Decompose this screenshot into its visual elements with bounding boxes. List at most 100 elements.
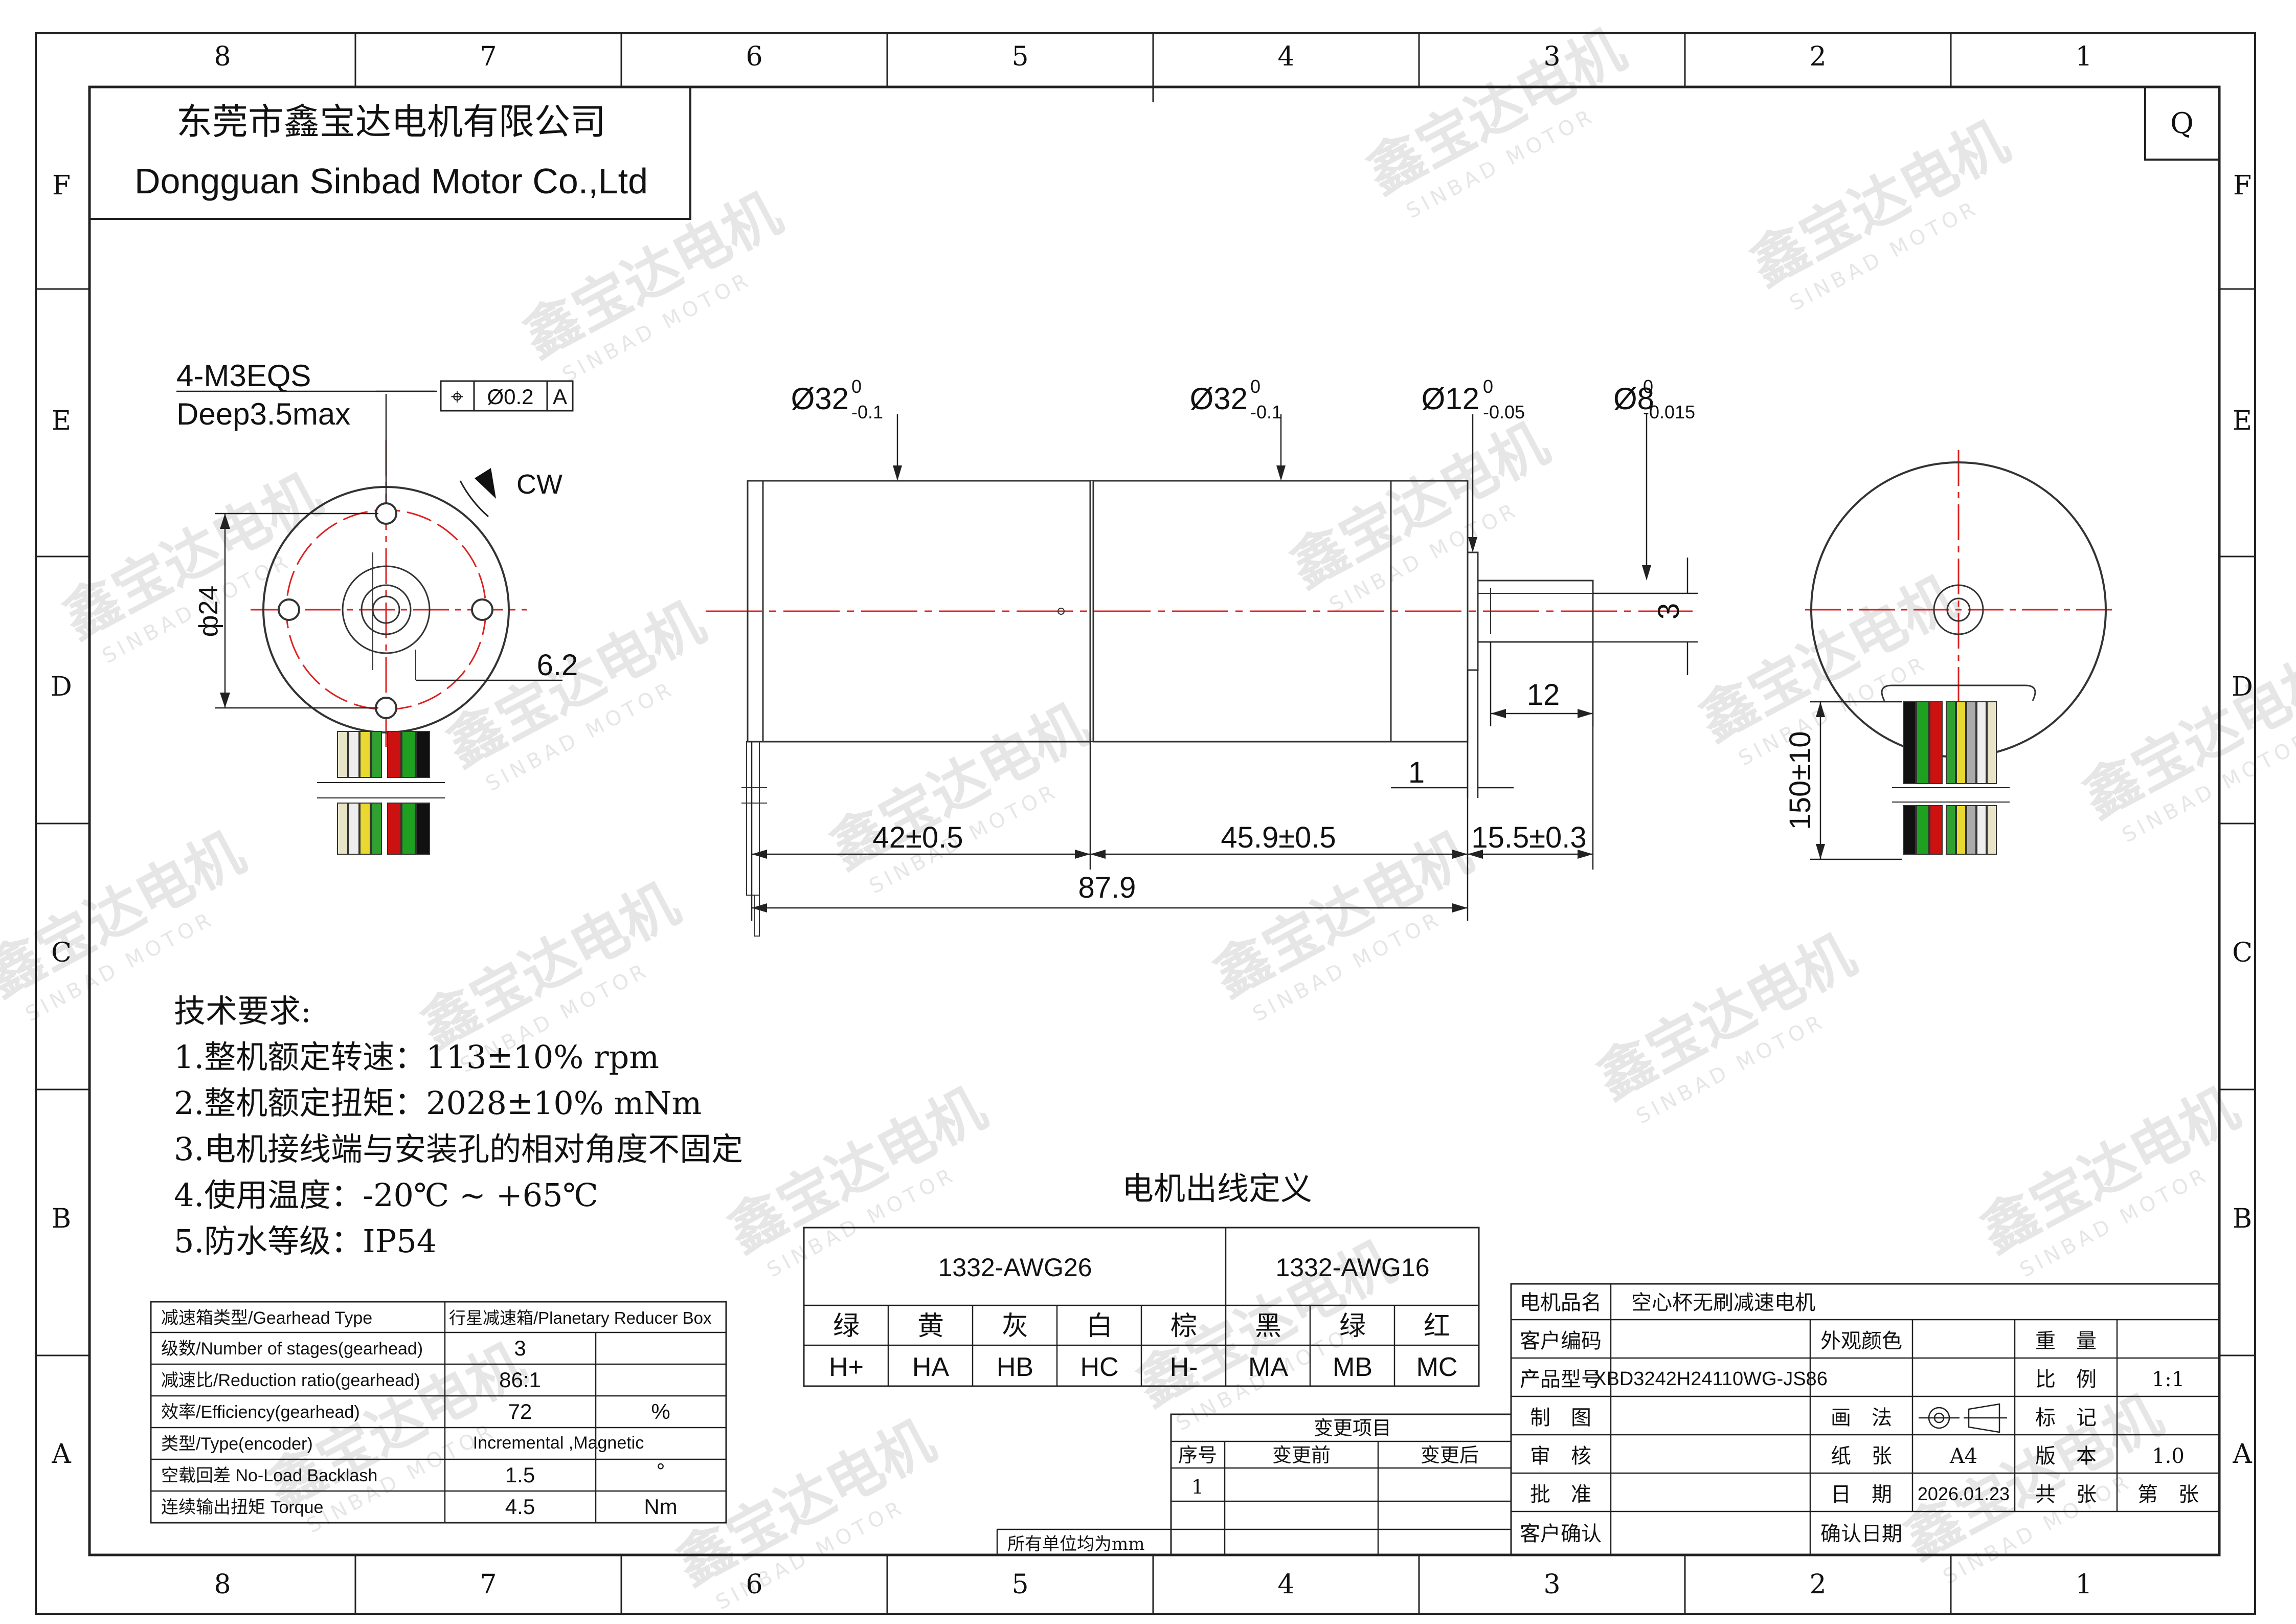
zone-col-label: 2 xyxy=(1809,1569,1826,1600)
customer-code-label: 客户编码 xyxy=(1520,1329,1602,1353)
company-name-cn: 东莞市鑫宝达电机有限公司 xyxy=(176,101,606,143)
pcd-dim: ф24 xyxy=(194,586,223,637)
projection-symbol-icon xyxy=(1919,1403,2007,1433)
datum-label: A xyxy=(553,385,567,409)
key-width-dim: 6.2 xyxy=(537,649,578,682)
zone-col-label: 5 xyxy=(1011,41,1028,72)
tech-heading: 技术要求: xyxy=(174,992,311,1030)
zone-col-label: 5 xyxy=(1011,1569,1028,1600)
approved-label: 批 准 xyxy=(1530,1483,1591,1506)
spec-label: 减速箱类型/Gearhead Type xyxy=(161,1308,372,1328)
dia-shaft-upper-tol: 0 xyxy=(1643,376,1653,397)
tech-item: 5.防水等级：IP54 xyxy=(174,1222,437,1260)
sheet-label: 第 张 xyxy=(2137,1483,2199,1506)
paper-label: 纸 张 xyxy=(1831,1444,1892,1468)
mark-label: 标 记 xyxy=(2035,1406,2097,1430)
zone-row-label: E xyxy=(52,406,71,436)
spec-label: 减速比/Reduction ratio(gearhead) xyxy=(161,1371,420,1390)
spec-value: 行星减速箱/Planetary Reducer Box xyxy=(449,1308,712,1327)
zone-col-label: 1 xyxy=(2075,1569,2092,1600)
mount-hole xyxy=(471,598,493,621)
spec-unit: % xyxy=(651,1399,670,1423)
zone-col-label: 4 xyxy=(1277,41,1294,72)
zone-row-label: F xyxy=(2233,170,2252,201)
motor-length-dim: 45.9±0.5 xyxy=(1221,821,1336,854)
tech-item: 3.电机接线端与安装孔的相对角度不固定 xyxy=(174,1130,743,1168)
wire-color: 黄 xyxy=(917,1311,944,1342)
zone-col-label: 6 xyxy=(746,41,762,72)
zone-row-label: B xyxy=(52,1204,71,1234)
shoulder-thickness-dim: 1 xyxy=(1408,756,1425,789)
mount-hole xyxy=(375,697,397,719)
sheets-label: 共 张 xyxy=(2035,1483,2097,1506)
zone-dividers xyxy=(36,33,2255,1614)
zone-col-label: 4 xyxy=(1277,1569,1294,1600)
spec-label: 级数/Number of stages(gearhead) xyxy=(161,1339,423,1359)
wire-signal: MA xyxy=(1248,1352,1288,1382)
sheet-frame xyxy=(35,32,2256,1615)
title-block: 电机品名 空心杯无刷减速电机 客户编码 外观颜色 重 量 产品型号 XBD324… xyxy=(1510,1283,2220,1556)
confirm-date-label: 确认日期 xyxy=(1820,1522,1902,1546)
dia-motor-lower-tol: -0.1 xyxy=(1250,402,1282,422)
lead-wires xyxy=(317,731,445,855)
weight-label: 重 量 xyxy=(2035,1329,2097,1353)
wire-signal: HA xyxy=(912,1352,950,1382)
tech-item: 2.整机额定扭矩：2028±10% mNm xyxy=(174,1084,702,1122)
zone-col-label: 2 xyxy=(1809,41,1826,72)
spec-value: 72 xyxy=(508,1399,532,1423)
shaft-extension-dim: 15.5±0.3 xyxy=(1471,821,1586,854)
scale-value: 1:1 xyxy=(2152,1368,2185,1391)
model-label: 产品型号 xyxy=(1520,1368,1602,1391)
projection-label: 画 法 xyxy=(1831,1406,1892,1430)
geometric-tolerance-frame: ⌖ Ø0.2 A xyxy=(440,380,574,412)
mounting-holes xyxy=(278,502,493,719)
spec-label: 类型/Type(encoder) xyxy=(161,1434,313,1454)
zone-row-label: D xyxy=(2232,672,2253,702)
spec-label: 连续输出扭矩 Torque xyxy=(161,1498,323,1517)
mount-hole xyxy=(278,598,300,621)
wire-definition: 电机出线定义 1332-AWG26 1332-AWG16 绿 黄 灰 白 棕 黑… xyxy=(803,1170,1480,1387)
zone-col-label: 6 xyxy=(746,1569,762,1600)
date-value: 2026.01.23 xyxy=(1918,1483,2010,1504)
zone-col-label: 8 xyxy=(214,41,231,72)
technical-requirements: 技术要求: 1.整机额定转速：113±10% rpm 2.整机额定扭矩：2028… xyxy=(174,992,743,1260)
side-view: Ø32 0 -0.1 Ø32 0 -0.1 Ø12 0 -0.05 Ø8 0 -… xyxy=(706,376,1698,937)
spec-table: 减速箱类型/Gearhead Type 行星减速箱/Planetary Redu… xyxy=(150,1301,727,1524)
zone-col-label: 7 xyxy=(480,1569,497,1600)
version-value: 1.0 xyxy=(2152,1444,2185,1468)
wire-group-signal: 1332-AWG26 xyxy=(938,1253,1092,1282)
rear-boss xyxy=(1933,584,1984,635)
wire-color: 灰 xyxy=(1002,1311,1028,1342)
zone-labels: 8 7 6 5 4 3 2 1 8 7 6 5 4 3 2 1 F E D C … xyxy=(51,41,2253,1600)
spec-value: Incremental ,Magnetic xyxy=(473,1433,644,1453)
paper-size: A4 xyxy=(1949,1444,1977,1468)
diameter-labels: Ø32 0 -0.1 Ø32 0 -0.1 Ø12 0 -0.05 Ø8 0 -… xyxy=(791,376,1695,581)
company-block: 东莞市鑫宝达电机有限公司 Dongguan Sinbad Motor Co.,L… xyxy=(88,86,691,220)
revision-letter: Q xyxy=(2170,107,2194,140)
svg-text:鑫宝达电机: 鑫宝达电机 xyxy=(0,819,255,1009)
spec-value: 86:1 xyxy=(499,1368,541,1392)
dia-motor: Ø32 xyxy=(1190,382,1248,416)
unit-note: 所有单位均为mm xyxy=(1007,1534,1144,1554)
spec-unit: ° xyxy=(657,1459,665,1483)
color-label: 外观颜色 xyxy=(1820,1329,1902,1353)
total-length-dim: 87.9 xyxy=(1078,871,1136,904)
scale-label: 比 例 xyxy=(2035,1368,2097,1391)
change-record-block: 变更项目 序号 变更前 变更后 1 所有单位均为mm xyxy=(996,1413,1512,1556)
zone-col-label: 1 xyxy=(2075,41,2092,72)
dia-gearbox: Ø32 xyxy=(791,382,849,416)
zone-row-label: C xyxy=(2232,938,2253,968)
version-label: 版 本 xyxy=(2035,1444,2097,1468)
zone-row-label: A xyxy=(2232,1439,2253,1470)
hole-callout: 4-M3EQS xyxy=(176,359,311,393)
spec-value: 1.5 xyxy=(505,1463,535,1487)
dia-shaft-lower-tol: -0.015 xyxy=(1643,402,1695,422)
